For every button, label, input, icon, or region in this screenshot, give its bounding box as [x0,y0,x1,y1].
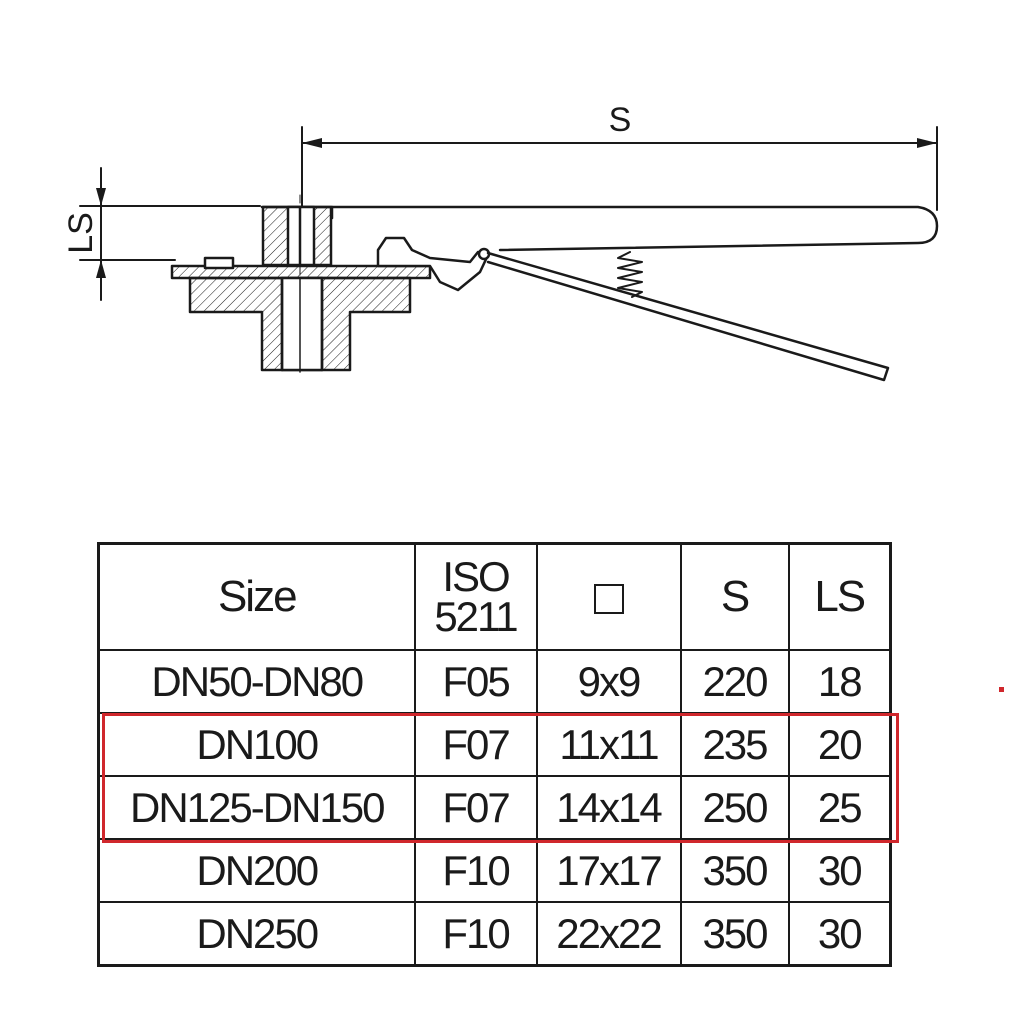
header-iso-line1: ISO [442,553,510,600]
cell-square: 11x11 [535,712,682,777]
spec-table: Size ISO 5211 S LS DN50-DN80 F05 9x9 220… [97,542,892,967]
cell-s: 220 [679,649,790,714]
cell-square: 14x14 [535,775,682,840]
header-size: Size [97,542,416,651]
square-icon [593,584,624,615]
cell-size: DN200 [97,838,416,903]
spring [617,251,643,298]
table-row: DN250 F10 22x22 350 30 [97,901,892,967]
latch-pawl [376,236,491,292]
header-s: S [679,542,790,651]
cell-ls: 30 [787,838,892,903]
header-iso-line2: 5211 [434,593,518,640]
cell-s: 350 [679,838,790,903]
cell-ls: 30 [787,901,892,967]
cell-iso: F10 [413,901,538,967]
table-row: DN50-DN80 F05 9x9 220 18 [97,649,892,714]
cell-size: DN100 [97,712,416,777]
cell-s: 350 [679,901,790,967]
cell-square: 9x9 [535,649,682,714]
cell-ls: 20 [787,712,892,777]
cell-ls: 18 [787,649,892,714]
handle-technical-drawing: S LS [62,101,939,382]
dimension-ls [79,167,261,301]
cell-iso: F05 [413,649,538,714]
cell-ls: 25 [787,775,892,840]
table-row: DN200 F10 17x17 350 30 [97,838,892,903]
cell-size: DN50-DN80 [97,649,416,714]
cell-iso: F07 [413,712,538,777]
header-ls: LS [787,542,892,651]
cell-square: 22x22 [535,901,682,967]
lever-hub [261,205,333,267]
lower-trigger-lever [486,251,890,382]
table-row: DN100 F07 11x11 235 20 [97,712,892,777]
cell-size: DN250 [97,901,416,967]
header-iso-5211: ISO 5211 [413,542,538,651]
header-square [535,542,682,651]
upper-lever [260,205,939,252]
cell-s: 250 [679,775,790,840]
dimension-ls-label: LS [62,212,100,254]
cell-iso: F10 [413,838,538,903]
cell-s: 235 [679,712,790,777]
table-header-row: Size ISO 5211 S LS [97,542,892,651]
cell-iso: F07 [413,775,538,840]
cell-size: DN125-DN150 [97,775,416,840]
table-row: DN125-DN150 F07 14x14 250 25 [97,775,892,840]
dimension-s-label: S [609,101,632,139]
cell-square: 17x17 [535,838,682,903]
dimension-s [301,126,938,211]
red-dot [999,687,1004,692]
